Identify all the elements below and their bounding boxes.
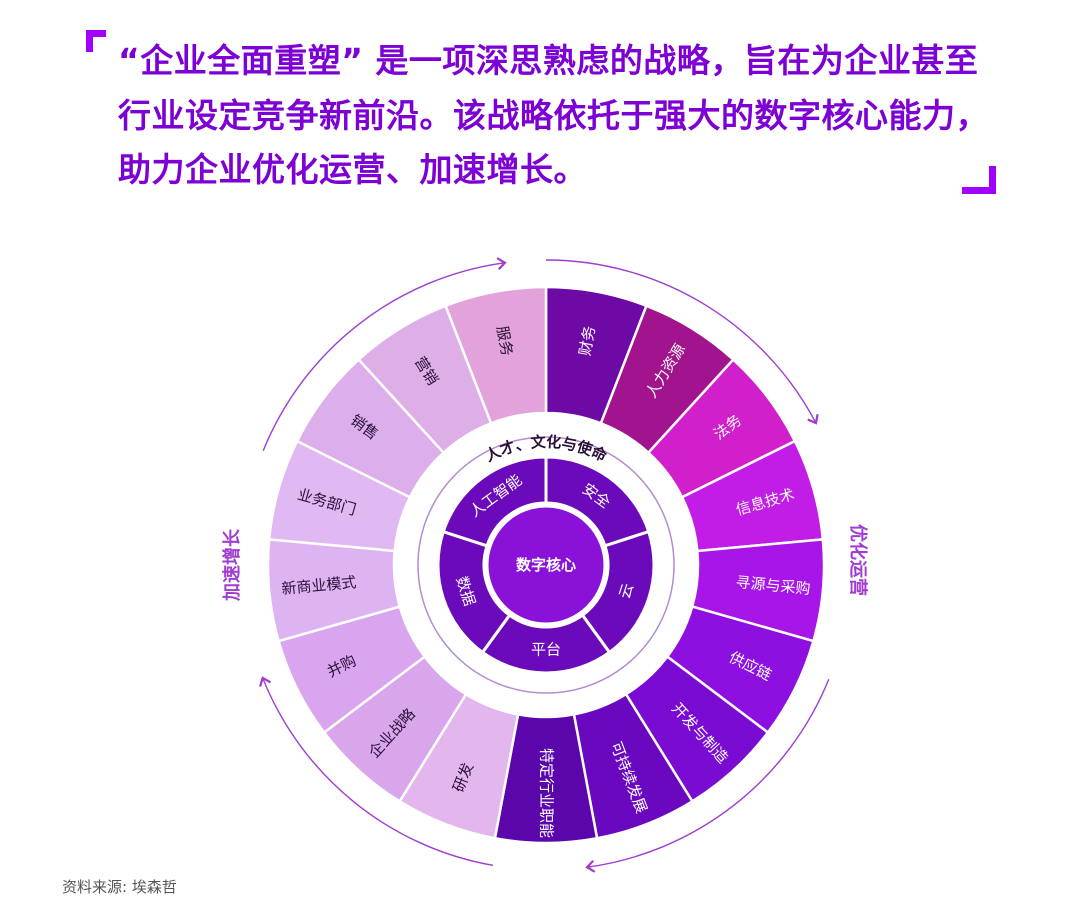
arc-arrow — [585, 678, 830, 873]
source-note: 资料来源: 埃森哲 — [62, 878, 177, 896]
digital-core — [483, 502, 609, 628]
culture-ring — [417, 436, 675, 694]
inner-segment-label: 平台 — [531, 641, 561, 659]
outer-arcs — [259, 257, 830, 873]
arc-arrow — [262, 257, 507, 452]
quote-line-3: 助力企业优化运营、加速增长。 — [118, 150, 587, 189]
digital-core-label: 数字核心 — [516, 556, 576, 574]
arc-arrow — [259, 676, 494, 867]
arc-arrow — [545, 259, 819, 425]
outer-segment-label: 特定行业职能 — [538, 748, 556, 838]
outer-segments: 财务人力资源法务信息技术寻源与采购供应链开发与制造可持续发展特定行业职能研发企业… — [266, 285, 826, 845]
open-quote-bracket — [86, 30, 106, 52]
inner-segment-label: 云 — [615, 581, 637, 601]
quote-block: “企业全面重塑” 是一项深思熟虑的战略，旨在为企业甚至 行业设定竞争新前沿。该战… — [0, 0, 1080, 200]
outer-segment — [443, 285, 548, 425]
accelerate-growth-label: 加速增长 — [221, 528, 243, 602]
quote-line-1: “企业全面重塑” 是一项深思熟虑的战略，旨在为企业甚至 — [118, 41, 979, 80]
optimize-operations-label: 优化运营 — [847, 524, 869, 596]
close-quote-bracket — [962, 166, 996, 194]
outer-segment-label: 服务 — [493, 324, 516, 357]
outer-segment-label: 财务 — [576, 324, 599, 357]
quote-line-2: 行业设定竞争新前沿。该战略依托于强大的数字核心能力， — [118, 96, 989, 135]
